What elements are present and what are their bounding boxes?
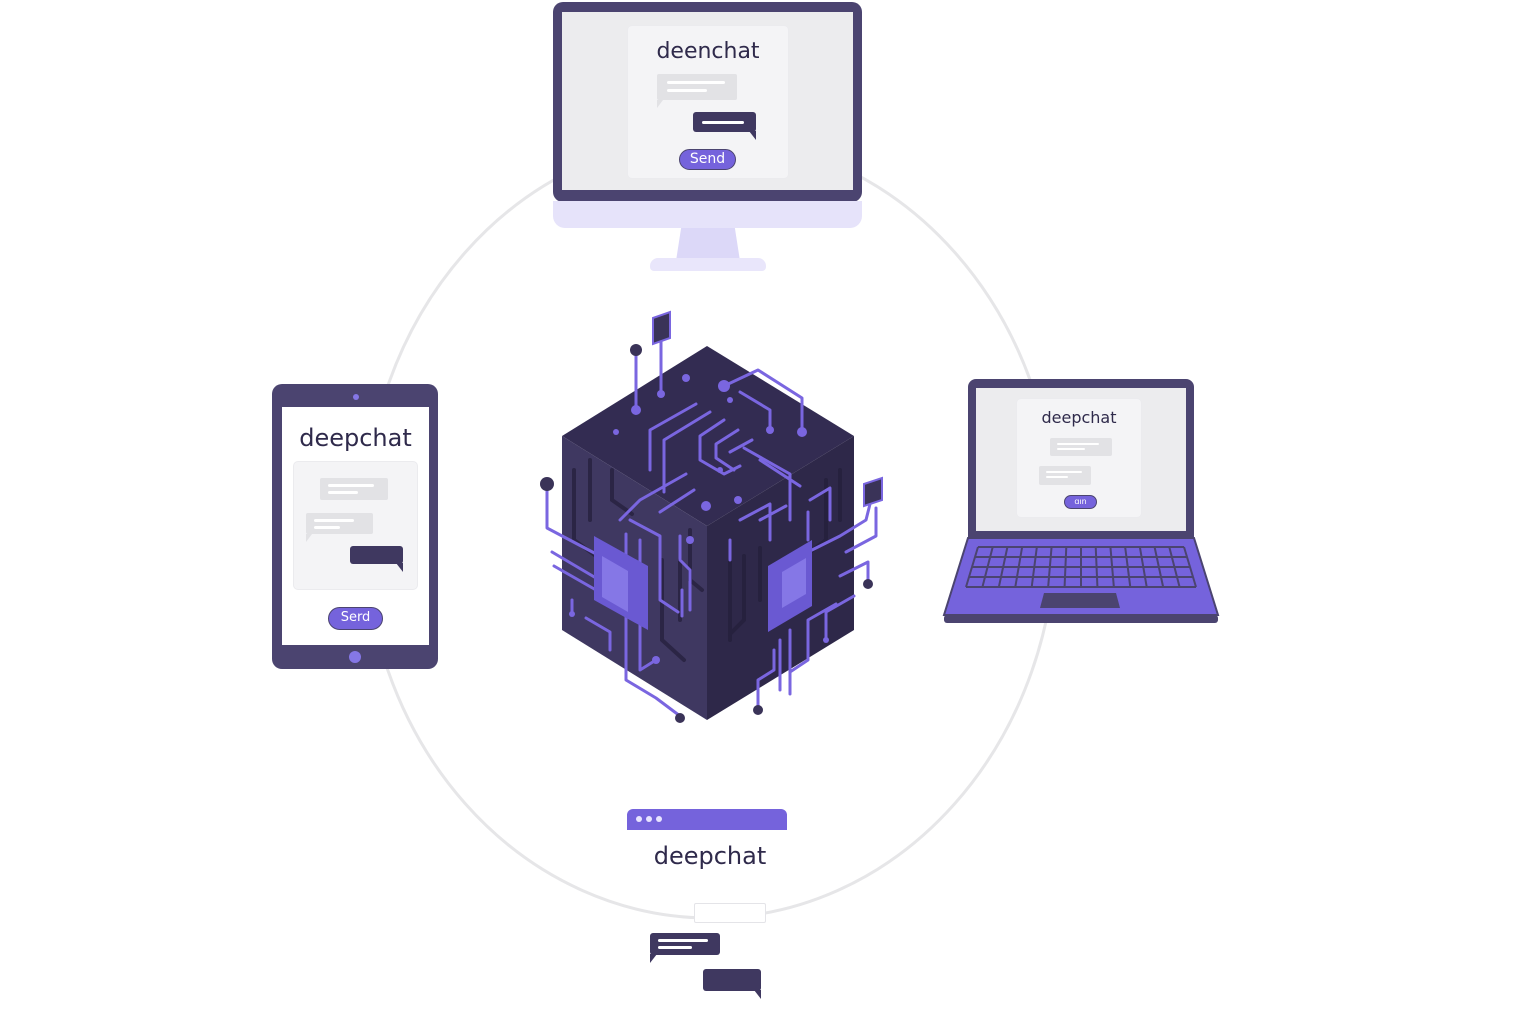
desktop-incoming-message xyxy=(657,74,737,108)
tablet-camera xyxy=(353,394,359,400)
circuit-cube-icon xyxy=(540,310,883,723)
tablet-outgoing-message xyxy=(350,546,403,572)
desktop-outgoing-message xyxy=(693,112,756,140)
tablet-incoming-message-1 xyxy=(320,478,388,500)
widget-outgoing-message xyxy=(703,969,761,999)
tablet-incoming-message-2 xyxy=(306,513,373,542)
window-dot-icon xyxy=(636,816,642,822)
desktop-send-button[interactable]: Send xyxy=(679,149,736,170)
keyboard-column-line xyxy=(1153,546,1165,588)
widget-incoming-message xyxy=(650,933,720,963)
tablet-brand-title: deepchat xyxy=(299,424,412,452)
widget-message-input[interactable] xyxy=(694,903,766,923)
keyboard-column-line xyxy=(1124,546,1132,588)
window-dot-icon xyxy=(656,816,662,822)
keyboard-column-line xyxy=(1063,546,1068,588)
keyboard-column-line xyxy=(1168,546,1181,588)
keyboard-column-line xyxy=(981,546,994,588)
keyboard-column-line xyxy=(1030,546,1038,588)
keyboard-keys xyxy=(965,546,1197,588)
widget-title-bar xyxy=(627,809,787,830)
widget-brand-title: deepchat xyxy=(653,842,767,870)
keyboard-column-line xyxy=(965,546,979,588)
keyboard-column-line xyxy=(1138,546,1148,588)
laptop-incoming-message-2 xyxy=(1039,466,1091,485)
keyboard-column-line xyxy=(1047,546,1053,588)
keyboard-column-line xyxy=(1109,546,1115,588)
tablet-send-button[interactable]: Serd xyxy=(328,607,383,630)
tablet-home-button[interactable] xyxy=(349,651,361,663)
keyboard-column-line xyxy=(1183,546,1197,588)
window-dot-icon xyxy=(646,816,652,822)
trackpad xyxy=(1040,593,1120,608)
monitor-stand-neck xyxy=(676,228,740,261)
monitor-stand-base xyxy=(650,258,766,271)
keyboard-column-line xyxy=(1094,546,1099,588)
monitor-chin xyxy=(553,201,862,228)
laptop-send-button[interactable]: ɑın xyxy=(1064,495,1097,509)
laptop-brand-title: deepchat xyxy=(1041,408,1117,427)
laptop-incoming-message-1 xyxy=(1050,438,1112,456)
keyboard-column-line xyxy=(997,546,1009,588)
laptop-keyboard-deck xyxy=(942,537,1220,623)
keyboard-column-line xyxy=(1014,546,1024,588)
desktop-brand-title: deenchat xyxy=(656,39,760,64)
